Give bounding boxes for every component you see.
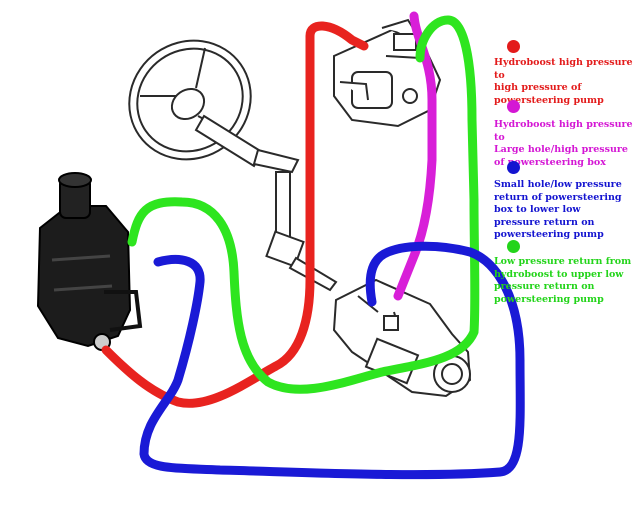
blue-line	[139, 241, 525, 480]
legend-dot-magenta	[507, 100, 520, 113]
legend-item-blue: Small hole/low pressure return of powers…	[494, 161, 642, 241]
legend-text-green: Low pressure return from hydroboost to u…	[494, 256, 632, 305]
legend-item-red: Hydroboost high pressure to high pressur…	[494, 40, 642, 106]
power-steering-pump	[36, 172, 143, 351]
legend-text-blue: Small hole/low pressure return of powers…	[494, 179, 622, 240]
green-line	[127, 15, 480, 394]
legend-dot-green	[507, 240, 520, 253]
legend-item-magenta: Hydroboost high pressure to Large hole/h…	[494, 100, 642, 168]
legend-dot-blue	[507, 161, 520, 174]
legend-text-red: Hydroboost high pressure to high pressur…	[494, 57, 633, 106]
steering-column	[194, 114, 338, 292]
legend-dot-red	[507, 40, 520, 53]
legend-text-magenta: Hydroboost high pressure to Large hole/h…	[494, 119, 633, 168]
red-line	[101, 21, 369, 408]
legend-item-green: Low pressure return from hydroboost to u…	[494, 240, 642, 310]
